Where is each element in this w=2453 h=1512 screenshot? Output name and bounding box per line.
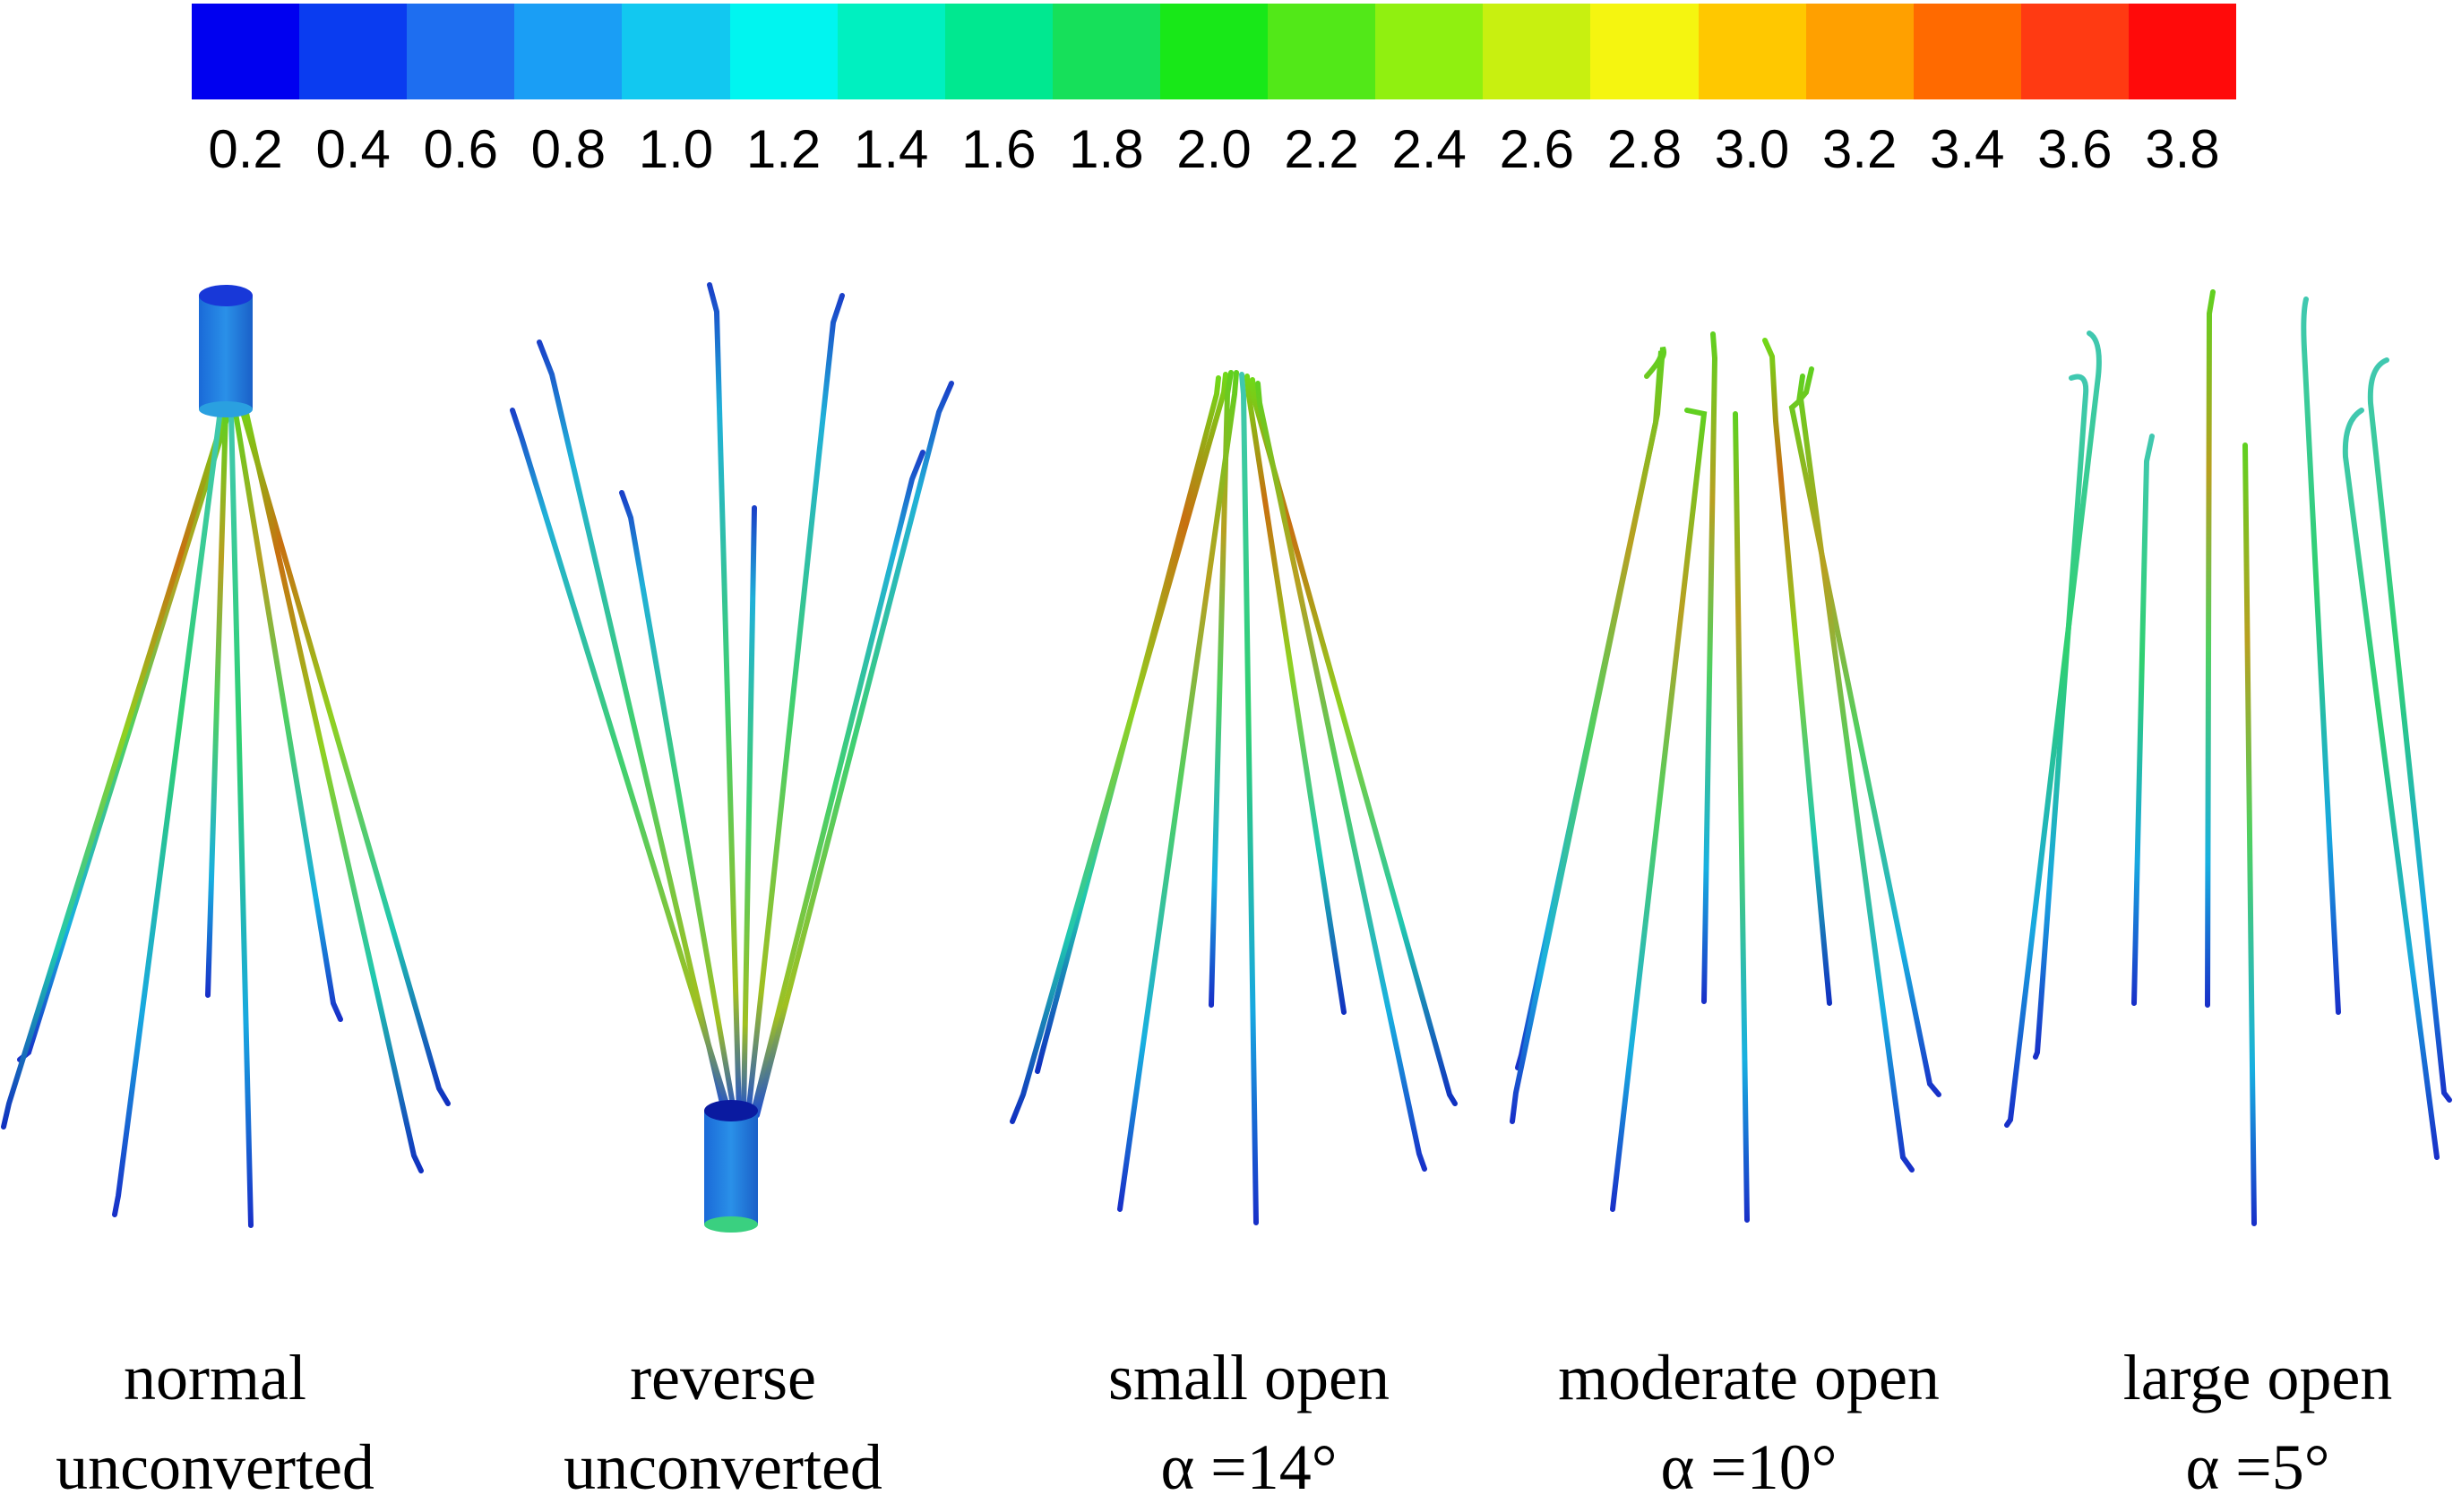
colorbar-tick: 3.8 <box>2145 119 2220 179</box>
label-line-1: small open <box>1108 1342 1390 1413</box>
colorbar-tick: 2.0 <box>1176 119 1252 179</box>
colorbar-tick: 0.4 <box>315 119 391 179</box>
colorbar-swatch <box>622 4 730 99</box>
colorbar-tick-labels: 0.2 0.4 0.6 0.8 1.0 1.2 1.4 1.6 1.8 2.0 2.2 2.4 2.6 2… <box>192 118 2236 190</box>
colorbar-swatch <box>1375 4 1484 99</box>
colorbar-tick: 3.2 <box>1821 119 1898 179</box>
label-normal-unconverted: normal unconverted <box>0 1333 466 1512</box>
colorbar-swatch <box>1590 4 1699 99</box>
colorbar-swatch <box>514 4 623 99</box>
colorbar-tick: 0.8 <box>530 119 607 179</box>
colorbar-tick: 0.2 <box>208 119 283 179</box>
colorbar-tick: 3.4 <box>1930 119 2005 179</box>
streamlines <box>1510 331 1941 1223</box>
colorbar-swatch <box>299 4 408 99</box>
panel-reverse-streamlines <box>510 282 954 1233</box>
colorbar <box>192 4 2237 99</box>
colorbar-swatch <box>1805 4 1914 99</box>
label-moderate-open: moderate open α =10° <box>1498 1333 2000 1512</box>
colorbar-tick: 1.4 <box>853 119 929 179</box>
colorbar-tick: 2.6 <box>1499 119 1575 179</box>
label-line-2: α =10° <box>1660 1431 1838 1503</box>
colorbar-swatch <box>2020 4 2129 99</box>
colorbar-swatch <box>407 4 515 99</box>
colorbar-tick: 1.6 <box>961 119 1037 179</box>
nozzle-cylinder <box>199 285 253 417</box>
streamlines <box>2004 289 2452 1226</box>
colorbar-swatch <box>1052 4 1160 99</box>
colorbar-tick: 3.0 <box>1714 119 1790 179</box>
label-reverse-unconverted: reverse unconverted <box>472 1333 974 1512</box>
colorbar-swatch <box>1698 4 1806 99</box>
label-line-1: large open <box>2122 1342 2393 1413</box>
label-line-2: unconverted <box>564 1431 882 1503</box>
panel-normal-streamlines <box>1 285 451 1228</box>
label-line-2: α =5° <box>2185 1431 2330 1503</box>
panel-moderate-streamlines <box>1510 331 1941 1223</box>
colorbar-swatch <box>192 4 300 99</box>
label-line-1: moderate open <box>1558 1342 1940 1413</box>
streamlines <box>1010 370 1458 1225</box>
colorbar-tick: 2.8 <box>1606 119 1683 179</box>
colorbar-swatch <box>1913 4 2021 99</box>
colorbar-tick: 2.4 <box>1391 119 1467 179</box>
panel-small-streamlines <box>1010 370 1458 1225</box>
label-small-open: small open α =14° <box>998 1333 1500 1512</box>
colorbar-swatch <box>1483 4 1591 99</box>
colorbar-tick: 2.2 <box>1284 119 1359 179</box>
colorbar-tick: 1.0 <box>638 119 714 179</box>
label-line-1: normal <box>124 1342 306 1413</box>
colorbar-swatch <box>1159 4 1269 99</box>
label-line-2: α =14° <box>1160 1431 1338 1503</box>
nozzle-cylinder <box>704 1100 758 1233</box>
colorbar-swatch <box>837 4 945 99</box>
colorbar-swatch <box>2128 4 2237 99</box>
colorbar-tick: 3.6 <box>2037 119 2113 179</box>
streamline-scene <box>1 282 2452 1233</box>
streamlines <box>1 399 451 1228</box>
label-large-open: large open α =5° <box>2007 1333 2453 1512</box>
colorbar-tick: 0.6 <box>423 119 498 179</box>
panel-large-streamlines <box>2004 289 2452 1226</box>
colorbar-tick: 1.8 <box>1069 119 1144 179</box>
colorbar-swatch <box>944 4 1053 99</box>
colorbar-tick: 1.2 <box>745 119 822 179</box>
colorbar-swatch <box>1268 4 1376 99</box>
label-line-1: reverse <box>630 1342 816 1413</box>
colorbar-swatch <box>729 4 838 99</box>
streamlines <box>510 282 954 1118</box>
label-line-2: unconverted <box>56 1431 374 1503</box>
